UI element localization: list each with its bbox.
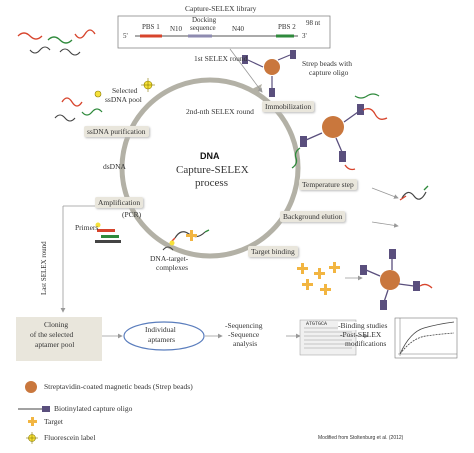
library-title: Capture-SELEX library [185, 4, 257, 13]
pbs2-segment [276, 34, 294, 38]
released-dna [401, 191, 427, 200]
gel-text: ATGTGCA [306, 321, 328, 327]
first-round-arrow [229, 48, 263, 93]
center-line-1: Capture-SELEX [176, 164, 249, 176]
individual-label-1: Individual [145, 325, 176, 334]
last-round-label: Last SELEX round [40, 241, 48, 295]
n10-label: N10 [170, 25, 183, 33]
legend-oligo-label: Biotinylated capture oligo [54, 404, 133, 413]
step-immobilization: Immobilization [262, 101, 315, 112]
cloning-label-2: of the selected [30, 330, 74, 339]
pbs1-label: PBS 1 [142, 23, 160, 31]
selex-cycle-circle [119, 77, 301, 259]
five-prime-label: 5' [123, 32, 128, 40]
legend-target-icon [28, 417, 37, 426]
selected-pool [54, 90, 103, 122]
target-cluster [297, 262, 340, 295]
cloning-label-1: Cloning [44, 320, 69, 329]
sequence-gel-lines [304, 327, 352, 349]
step-background-elution: Background elution [280, 211, 346, 222]
sequencing-label-1: -Sequencing [225, 321, 263, 330]
legend-fluor-label: Fluorescein label [44, 433, 96, 442]
step-ssdna-purification: ssDNA purification [84, 126, 149, 137]
cloning-box [16, 317, 102, 361]
dna-target-label-1: DNA-target- [150, 254, 189, 263]
primers [95, 222, 121, 243]
center-line-2: process [195, 177, 228, 189]
n40-label: N40 [232, 25, 245, 33]
bead-immobilized [291, 93, 388, 171]
step-amplification: Amplification [95, 197, 144, 208]
docking-segment [188, 34, 212, 38]
length-label: 98 nt [306, 19, 321, 27]
center-title: DNA [200, 151, 220, 161]
individual-label-2: aptamers [148, 335, 176, 344]
binding-label-3: modifications [345, 339, 387, 348]
binding-plot [394, 317, 458, 359]
library-box [117, 15, 331, 49]
binding-label-2: -Post-SELEX [340, 330, 382, 339]
selected-pool-label-1: Selected [112, 86, 138, 95]
three-prime-label: 3' [302, 32, 307, 40]
dna-target-complexes [162, 229, 210, 251]
legend-fluor-icon [26, 432, 38, 444]
bead-target-binding [360, 249, 433, 310]
sequencing-label-2: -Sequence [228, 330, 260, 339]
background-arrow [371, 221, 399, 228]
strep-bead-top [242, 50, 296, 97]
binding-label-1: -Binding studies [338, 321, 388, 330]
sequencing-label-3: analysis [233, 339, 258, 348]
cloning-label-3: aptamer pool [35, 340, 75, 349]
pbs1-segment [140, 34, 162, 38]
ssdna-pool-top [17, 29, 96, 56]
rounds-label: 2nd-nth SELEX round [186, 107, 254, 116]
pcr-label: (PCR) [122, 210, 142, 219]
step-target-binding: Target binding [248, 246, 298, 257]
capture-oligo-label: capture oligo [309, 68, 349, 77]
credit-label: Modified from Stoltenburg et al. (2012) [318, 435, 404, 441]
individual-aptamers-ellipse [123, 321, 205, 351]
legend-target-label: Target [44, 417, 63, 426]
fluorescein-marker-top [141, 78, 155, 92]
docking-label-1: Docking [192, 16, 217, 24]
primers-label: Primers [75, 223, 99, 232]
dsdna-label: dsDNA [103, 162, 126, 171]
cycle-arrow [250, 84, 262, 96]
selected-pool-label-2: ssDNA pool [105, 95, 142, 104]
legend-bead-icon [25, 381, 37, 393]
dna-target-label-2: complexes [156, 263, 189, 272]
pbs2-label: PBS 2 [278, 23, 296, 31]
docking-label-2: sequence [190, 24, 216, 32]
legend-strep-label: Streptavidin-coated magnetic beads (Stre… [44, 382, 193, 391]
step-temperature: Temperature step [299, 179, 357, 190]
legend-oligo-icon [18, 406, 50, 412]
first-round-label: 1st SELEX round [194, 54, 248, 63]
temp-arrow [371, 187, 399, 199]
strep-beads-label: Strep beads with [302, 59, 352, 68]
